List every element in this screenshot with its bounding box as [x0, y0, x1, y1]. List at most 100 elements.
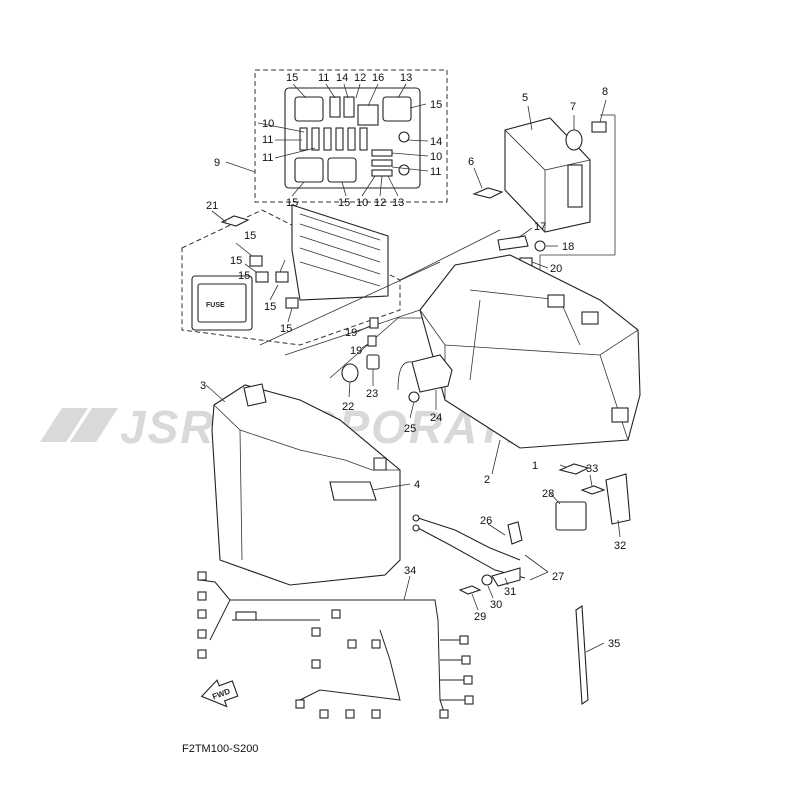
callout-5: 5 [522, 92, 528, 104]
relay-15-c [275, 271, 289, 283]
callout-19a: 19 [345, 327, 357, 339]
callout-4: 4 [414, 479, 420, 491]
tray-tab-3 [611, 407, 629, 423]
callout-22: 22 [342, 401, 354, 413]
callout-15f: 15 [230, 255, 242, 267]
callout-15c: 15 [286, 197, 298, 209]
callout-13a: 13 [400, 72, 412, 84]
callout-35: 35 [608, 638, 620, 650]
cable-tie [575, 605, 605, 705]
fuse-box-assembly: FUSE [181, 204, 401, 346]
callout-24: 24 [430, 412, 442, 424]
callout-11c: 11 [262, 152, 273, 164]
harness-branch-left [199, 579, 231, 641]
fuse-slot-9 [371, 149, 393, 157]
forward-arrow: FWD [200, 679, 239, 708]
fuse-slot-7 [347, 127, 356, 151]
callout-3: 3 [200, 380, 206, 392]
callout-25: 25 [404, 423, 416, 435]
terminal-31 [491, 567, 521, 587]
grommet-22 [341, 363, 359, 383]
collar-8 [591, 121, 607, 133]
control-unit [472, 99, 607, 233]
callout-8: 8 [602, 86, 608, 98]
relay-15-d [285, 297, 299, 309]
cable-boot [507, 521, 523, 545]
bracket-32 [605, 473, 631, 525]
electrical-tray-body [419, 254, 641, 449]
fuse-slot-3 [299, 127, 308, 151]
callout-21: 21 [206, 200, 218, 212]
electrical-cover [205, 383, 411, 586]
callout-1: 1 [532, 460, 538, 472]
callout-23: 23 [366, 388, 378, 400]
relay-assembly [549, 473, 631, 538]
relay-15-a [249, 255, 263, 267]
callout-12a: 12 [354, 72, 366, 84]
callout-26: 26 [480, 515, 492, 527]
callout-2: 2 [484, 474, 490, 486]
callout-15a: 15 [286, 72, 298, 84]
fuse-slot-6 [335, 127, 344, 151]
callout-11d: 11 [430, 166, 441, 178]
fuse-slot-16 [357, 104, 379, 126]
callout-13b: 13 [392, 197, 404, 209]
terminal-hardware [458, 567, 521, 611]
callout-34: 34 [404, 565, 416, 577]
callout-28: 28 [542, 488, 554, 500]
fuse-slot-11 [371, 169, 393, 177]
callout-15e: 15 [244, 230, 256, 242]
callout-10b: 10 [430, 151, 442, 163]
callout-15i: 15 [280, 323, 292, 335]
bolt-6 [472, 187, 504, 199]
spare-fuse-1 [398, 131, 410, 143]
callouts: 15 11 14 12 16 13 15 10 11 14 10 11 9 11… [200, 72, 626, 650]
callout-14a: 14 [336, 72, 348, 84]
callout-16: 16 [372, 72, 384, 84]
collar-23 [366, 354, 380, 370]
fuse-box-assembly-frame [181, 209, 401, 346]
callout-33: 33 [586, 463, 598, 475]
callout-20: 20 [550, 263, 562, 275]
cover-clip-2 [373, 457, 387, 471]
callout-19b: 19 [350, 345, 362, 357]
electrical-tray [419, 254, 641, 475]
callout-6: 6 [468, 156, 474, 168]
clip-19b [367, 335, 377, 347]
bolt-33 [580, 485, 606, 495]
clip-19a [369, 317, 379, 329]
relay-15-b [255, 271, 269, 283]
label-4 [329, 481, 377, 501]
tray-tab-1 [547, 294, 565, 308]
fuse-slot-2 [343, 96, 355, 118]
screw-18 [534, 240, 546, 252]
fuse-slot-4 [311, 127, 320, 151]
fuse-slot-1 [329, 96, 341, 118]
harness-branch-right [440, 639, 465, 701]
relay-slot-bm [327, 157, 357, 183]
bolt-1 [558, 463, 590, 475]
callout-29: 29 [474, 611, 486, 623]
fuse-label: FUSE [206, 302, 225, 309]
watermark-logo-mark [40, 408, 118, 442]
fuse-slot-8 [359, 127, 368, 151]
relay-slot-tr [382, 96, 412, 122]
clamp-bracket [497, 227, 558, 269]
harness-branch-lower [299, 629, 401, 701]
washer-30 [481, 574, 493, 586]
cable-tie-35 [575, 605, 589, 705]
callout-10c: 10 [356, 197, 368, 209]
sensor-24 [411, 354, 453, 393]
relay-slot-tl [294, 96, 324, 122]
control-unit-connector [567, 164, 583, 208]
screw-21 [220, 215, 250, 227]
callout-32: 32 [614, 540, 626, 552]
cable-27 [417, 527, 526, 579]
clamp-17 [497, 235, 529, 251]
callout-27: 27 [552, 571, 564, 583]
callout-15h: 15 [264, 301, 276, 313]
callout-14b: 14 [430, 136, 442, 148]
cover-clip-1 [243, 383, 267, 407]
callout-11a: 11 [318, 72, 329, 84]
